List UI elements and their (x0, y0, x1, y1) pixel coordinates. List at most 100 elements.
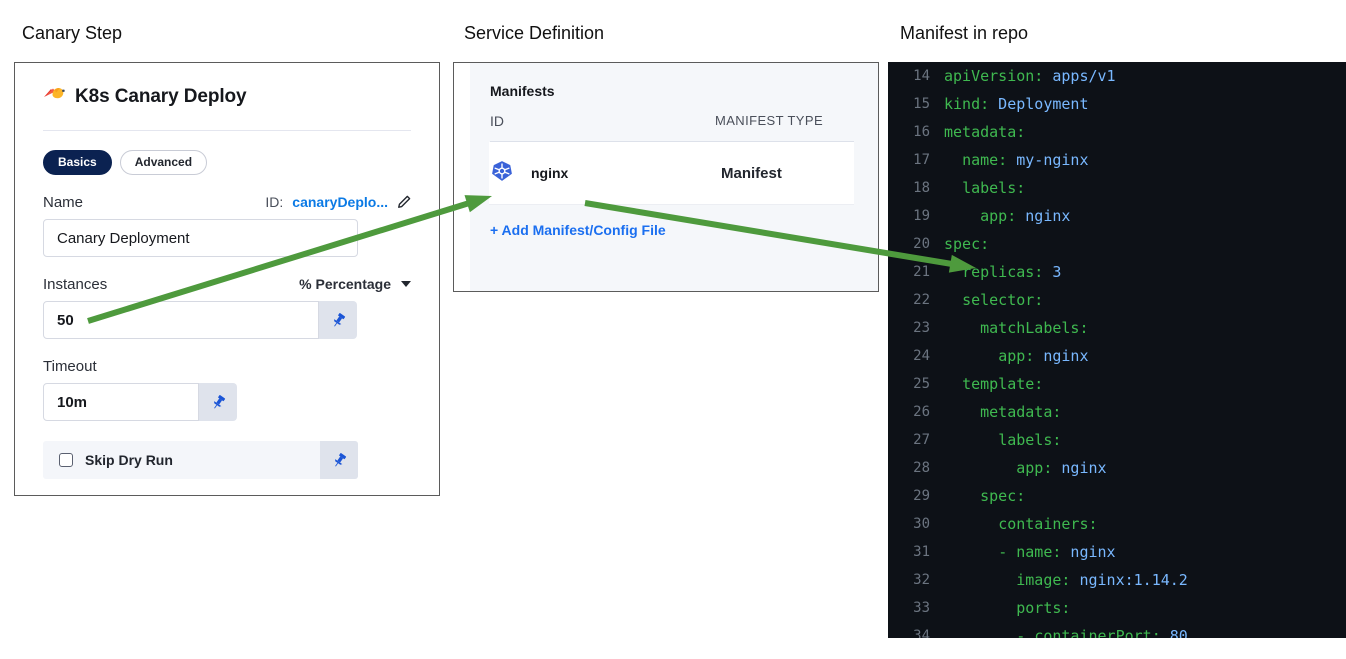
line-number: 20 (913, 236, 930, 252)
line-number: 30 (913, 516, 930, 532)
table-row[interactable]: nginx Manifest (489, 142, 854, 205)
yaml-value: nginx (1016, 207, 1071, 225)
name-input[interactable]: Canary Deployment (43, 219, 358, 257)
yaml-value: Deployment (989, 95, 1089, 113)
code-text: metadata: (944, 403, 1061, 421)
code-text: - containerPort: 80 (944, 627, 1188, 638)
code-line: 14 apiVersion: apps/v1 (888, 62, 1346, 90)
card-header: K8s Canary Deploy (15, 63, 439, 108)
yaml-key: labels: (998, 431, 1062, 449)
yaml-key: name: (962, 151, 1008, 169)
table-header-divider (490, 141, 854, 142)
line-number: 23 (913, 320, 930, 336)
step-id-group: ID: canaryDeplo... (265, 194, 411, 210)
tab-group: Basics Advanced (43, 150, 411, 175)
instance-unit-label: % Percentage (299, 276, 391, 292)
timeout-input[interactable]: 10m (43, 383, 199, 421)
code-line: 31 - name: nginx (888, 538, 1346, 566)
id-prefix-label: ID: (265, 194, 284, 210)
yaml-key: app: (980, 207, 1017, 225)
line-number: 14 (913, 68, 930, 84)
caption-service-definition: Service Definition (464, 23, 605, 43)
add-manifest-config-file-link[interactable]: + Add Manifest/Config File (490, 222, 666, 238)
yaml-value: nginx (1052, 459, 1107, 477)
pin-icon-timeout[interactable] (199, 383, 237, 421)
pin-icon-instances[interactable] (319, 301, 357, 339)
yaml-key: selector: (962, 291, 1044, 309)
yaml-value: 80 (1160, 627, 1188, 638)
code-line: 33 ports: (888, 594, 1346, 622)
instances-label-row: Instances % Percentage (43, 274, 411, 294)
code-line: 29 spec: (888, 482, 1346, 510)
page-title: K8s Canary Deploy (75, 85, 247, 107)
yaml-key: matchLabels: (980, 319, 1089, 337)
code-line: 18 labels: (888, 174, 1346, 202)
yaml-key: containerPort: (1034, 627, 1161, 638)
column-header-id: ID (490, 113, 504, 129)
canary-step-card: K8s Canary Deploy Basics Advanced Name I… (14, 62, 440, 496)
code-text: image: nginx:1.14.2 (944, 571, 1188, 589)
code-line: 22 selector: (888, 286, 1346, 314)
timeout-label: Timeout (43, 357, 97, 375)
service-definition-card: Manifests ID MANIFEST TYPE (453, 62, 879, 292)
canary-bird-icon (43, 85, 65, 108)
pencil-icon[interactable] (397, 195, 411, 209)
yaml-value: nginx (1061, 543, 1116, 561)
code-text: kind: Deployment (944, 95, 1089, 113)
instance-unit-dropdown[interactable]: % Percentage (299, 276, 411, 292)
line-number: 16 (913, 124, 930, 140)
code-text: apiVersion: apps/v1 (944, 67, 1116, 85)
skip-dry-run-row[interactable]: Skip Dry Run (43, 441, 358, 479)
code-line: 32 image: nginx:1.14.2 (888, 566, 1346, 594)
manifests-table-header: ID MANIFEST TYPE (490, 113, 878, 129)
instances-input[interactable]: 50 (43, 301, 319, 339)
pin-icon-skip-dry-run[interactable] (320, 441, 358, 479)
line-number: 21 (913, 264, 930, 280)
line-number: 33 (913, 600, 930, 616)
kubernetes-icon (491, 160, 513, 187)
yaml-value: apps/v1 (1043, 67, 1116, 85)
code-line: 19 app: nginx (888, 202, 1346, 230)
column-header-manifest-type: MANIFEST TYPE (715, 113, 824, 128)
yaml-value: nginx:1.14.2 (1070, 571, 1188, 589)
line-number: 17 (913, 152, 930, 168)
yaml-key: labels: (962, 179, 1026, 197)
code-text: metadata: (944, 123, 1025, 141)
code-text: ports: (944, 599, 1070, 617)
name-label: Name (43, 193, 84, 211)
code-line: 23 matchLabels: (888, 314, 1346, 342)
line-number: 32 (913, 572, 930, 588)
yaml-key: kind: (944, 95, 990, 113)
code-text: labels: (944, 431, 1061, 449)
code-line: 20 spec: (888, 230, 1346, 258)
yaml-key: image: (1016, 571, 1071, 589)
code-line: 21 replicas: 3 (888, 258, 1346, 286)
code-text: matchLabels: (944, 319, 1089, 337)
tab-advanced[interactable]: Advanced (119, 150, 208, 175)
line-number: 24 (913, 348, 930, 364)
manifest-type-value: Manifest (721, 164, 782, 182)
code-line: 30 containers: (888, 510, 1346, 538)
yaml-key: spec: (980, 487, 1026, 505)
code-text: name: my-nginx (944, 151, 1088, 169)
code-text: replicas: 3 (944, 263, 1061, 281)
yaml-key: apiVersion: (944, 67, 1044, 85)
line-number: 29 (913, 488, 930, 504)
yaml-key: name: (1016, 543, 1062, 561)
skip-dry-run-checkbox[interactable] (59, 453, 73, 467)
yaml-value: nginx (1034, 347, 1089, 365)
yaml-key: app: (998, 347, 1035, 365)
code-text: - name: nginx (998, 543, 1116, 561)
code-line: 25 template: (888, 370, 1346, 398)
code-text: containers: (944, 515, 1097, 533)
caption-manifest-in-repo: Manifest in repo (900, 23, 1029, 43)
manifest-id-value: nginx (531, 165, 569, 181)
skip-dry-run-label: Skip Dry Run (85, 452, 173, 468)
yaml-key: metadata: (980, 403, 1062, 421)
tab-basics[interactable]: Basics (43, 150, 112, 175)
yaml-key: spec: (944, 235, 990, 253)
line-number: 26 (913, 404, 930, 420)
